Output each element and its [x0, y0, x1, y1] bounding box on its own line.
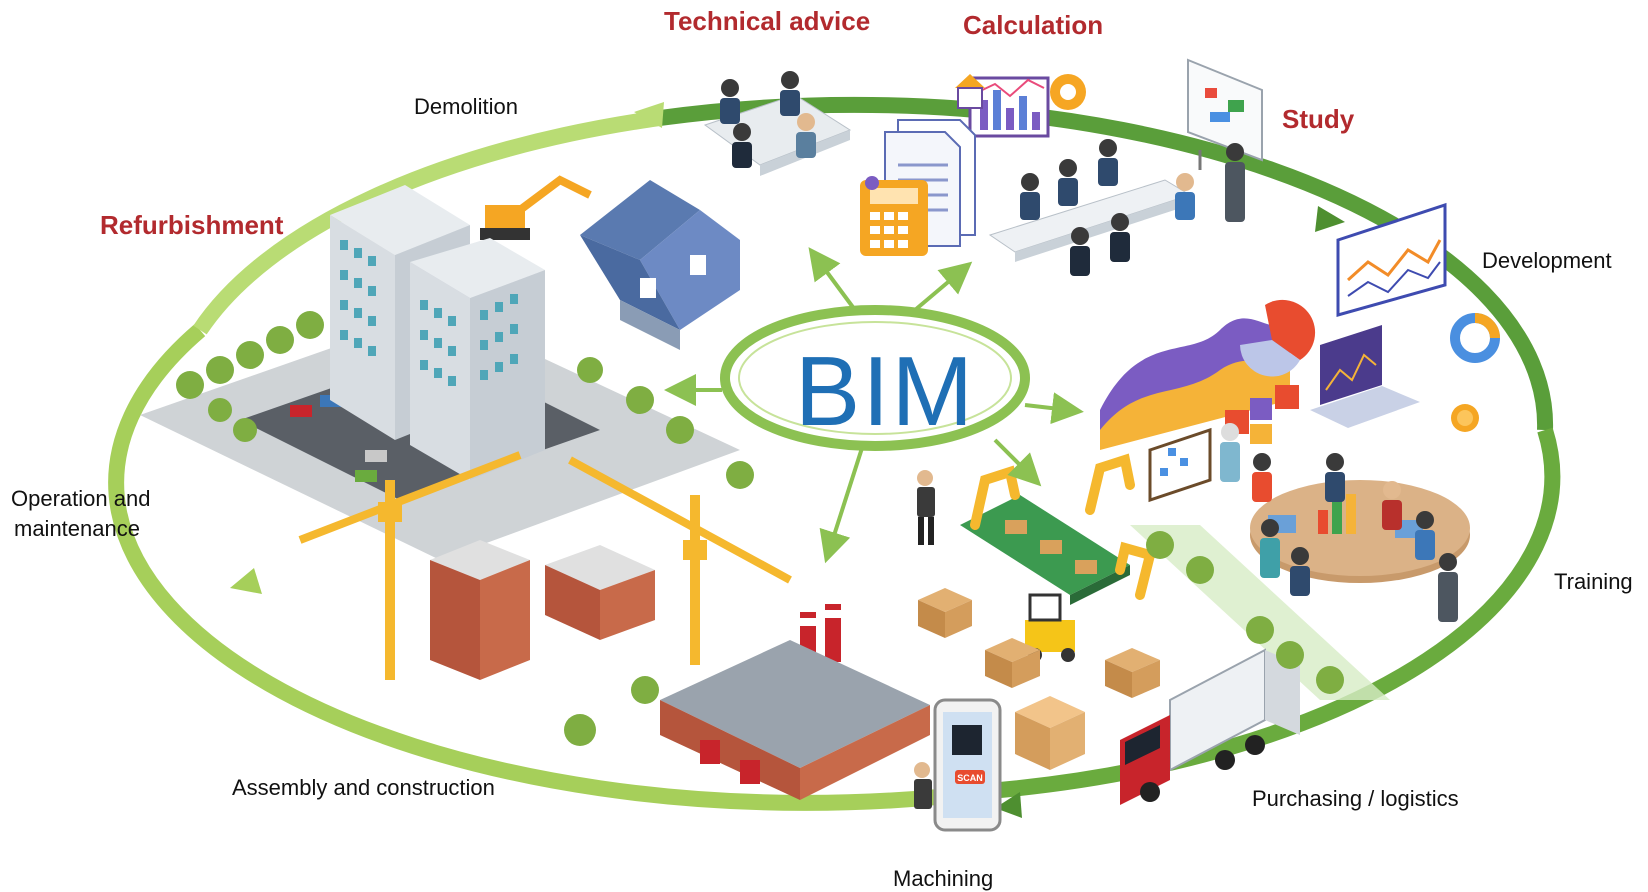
training-board-icon [1148, 423, 1240, 503]
label-calculation: Calculation [963, 10, 1104, 40]
excavator-icon [480, 175, 592, 240]
bim-arrows [664, 247, 1084, 564]
tree-icon [176, 311, 1344, 746]
bim-title: BIM [794, 336, 976, 446]
label-demolition: Demolition [414, 94, 518, 119]
ring-arrow-icon [230, 568, 262, 594]
arrow-icon [913, 261, 973, 312]
arrow-icon [819, 447, 864, 564]
scan-tag: SCAN [957, 773, 983, 783]
presentation-board-icon [1187, 58, 1263, 170]
label-development: Development [1482, 248, 1612, 273]
arrow-icon [1024, 392, 1084, 425]
label-operation-maintenance-2: maintenance [14, 516, 140, 541]
house-demolition-icon [580, 180, 740, 350]
coin-icon [1451, 404, 1479, 432]
label-training: Training [1554, 569, 1633, 594]
donut-chart-icon [1450, 313, 1500, 363]
label-study: Study [1282, 104, 1355, 134]
label-assembly-construction: Assembly and construction [232, 775, 495, 800]
label-machining: Machining [893, 866, 994, 891]
ring-arrow-icon [1315, 206, 1345, 232]
arrow-icon [808, 247, 857, 312]
gear-icon [1050, 74, 1086, 110]
cubes-icon [1225, 385, 1299, 444]
conveyor-icon [960, 495, 1130, 605]
bim-center-ellipse [720, 305, 1030, 451]
factory-icon [660, 604, 930, 800]
label-technical-advice: Technical advice [664, 6, 871, 36]
study-meeting-table-icon [988, 139, 1245, 276]
office-building-icon [330, 185, 545, 480]
house-chart-icon [955, 74, 985, 109]
worker-icon [917, 470, 935, 545]
calculator-icon [860, 176, 928, 256]
ring-arrow-icon [634, 102, 664, 128]
training-table-icon [1250, 453, 1470, 622]
tablet-scan-icon: SCAN [914, 698, 1002, 832]
construction-building-icon [430, 540, 655, 680]
tower-crane-icon [298, 451, 792, 680]
truck-icon [1120, 648, 1300, 805]
meeting-table-icon [703, 71, 852, 176]
laptop-chart-icon [1310, 325, 1420, 428]
arrow-icon [993, 438, 1042, 487]
cardboard-box-icon [918, 588, 1160, 770]
ring-arrow-icon [995, 792, 1022, 818]
label-refurbishment: Refurbishment [100, 210, 284, 240]
area-chart-icon [1100, 299, 1316, 450]
label-purchasing-logistics: Purchasing / logistics [1252, 786, 1459, 811]
line-chart-board-icon [1336, 202, 1447, 317]
label-operation-maintenance-1: Operation and [11, 486, 151, 511]
